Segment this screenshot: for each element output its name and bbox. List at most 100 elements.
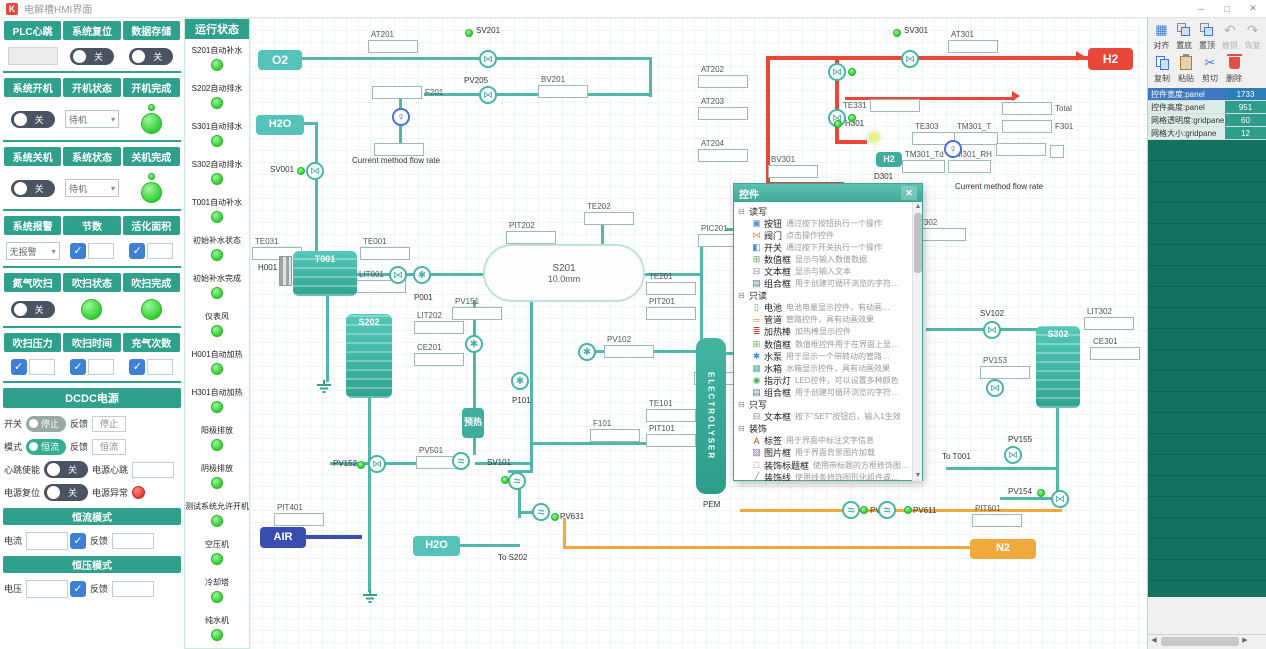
electrolyser-widget[interactable]: ELECTROLYSER <box>696 338 726 494</box>
pipe-segment[interactable] <box>845 97 1015 100</box>
canvas-text[interactable]: P001 <box>414 293 433 302</box>
flare-icon[interactable]: ☀ <box>866 128 883 148</box>
tank-widget[interactable]: S302 <box>1036 326 1080 408</box>
pipe-segment[interactable] <box>1056 408 1059 469</box>
flow-meter-icon[interactable]: ♀ <box>392 108 410 126</box>
tag-value-box[interactable] <box>996 143 1046 156</box>
tag-value-box[interactable] <box>1084 317 1134 330</box>
tag-group[interactable]: F201 <box>372 86 446 99</box>
tag-value-box[interactable] <box>584 212 634 225</box>
tree-item[interactable]: ╱装饰线使用线条修饰图形化组件或… <box>738 471 910 481</box>
tree-item[interactable]: ⊟文本框显示与输入文本 <box>738 265 910 277</box>
pump-icon[interactable]: ✱ <box>578 343 596 361</box>
close-icon[interactable]: ✕ <box>901 186 917 200</box>
stream-badge[interactable]: H2O <box>413 536 460 556</box>
property-value[interactable]: 60 <box>1225 114 1266 126</box>
tag-group[interactable]: F101 <box>590 418 640 442</box>
pipe-segment[interactable] <box>700 240 703 340</box>
tag-group[interactable]: F301 <box>1002 120 1076 133</box>
state-pill[interactable]: 停止 <box>26 415 67 432</box>
pump-icon[interactable]: ✱ <box>465 335 483 353</box>
tree-group[interactable]: ⊟只写 <box>738 399 910 411</box>
scroll-left-icon[interactable]: ◀ <box>1151 637 1157 644</box>
heat-exchanger-icon[interactable]: ≈ <box>452 452 470 470</box>
pipe-segment[interactable] <box>601 224 604 246</box>
pipe-segment[interactable] <box>315 122 318 254</box>
tag-value-box[interactable] <box>506 231 556 244</box>
checkbox[interactable]: ✓ <box>70 532 87 549</box>
tag-value-box[interactable] <box>538 85 588 98</box>
pipe-segment[interactable] <box>563 518 566 548</box>
stream-badge[interactable]: N2 <box>970 539 1036 559</box>
scroll-thumb[interactable] <box>1161 636 1239 646</box>
align-button[interactable]: ▦对齐 <box>1151 21 1172 51</box>
tag-value-box[interactable] <box>948 160 991 173</box>
tag-group[interactable]: PV151 <box>452 296 502 320</box>
pipe-segment[interactable] <box>1000 497 1058 500</box>
tag-value-box[interactable] <box>646 307 696 320</box>
value-box[interactable] <box>112 532 155 549</box>
tag-group[interactable]: TE001 <box>360 236 410 260</box>
tree-group[interactable]: ⊟装饰 <box>738 423 910 435</box>
tree-item[interactable]: ⋈阀门点击操作控件 <box>738 229 910 241</box>
stream-badge[interactable]: H2O <box>256 115 304 135</box>
tag-group[interactable]: T302 <box>916 217 966 241</box>
tree-item[interactable]: ▣按钮通过按下按钮执行一个操作 <box>738 217 910 229</box>
valve-icon[interactable]: ⋈ <box>1051 490 1069 508</box>
stream-badge[interactable]: O2 <box>258 50 302 70</box>
checkbox[interactable]: ✓ <box>129 359 146 375</box>
copy-button[interactable]: 复制 <box>1151 54 1173 84</box>
tag-group[interactable]: AT204 <box>698 138 748 162</box>
pipe-segment[interactable] <box>306 535 362 539</box>
canvas-text[interactable]: PV611 <box>913 506 937 515</box>
heat-exchanger-icon[interactable]: ≈ <box>842 501 860 519</box>
pump-icon[interactable]: ✱ <box>413 266 431 284</box>
property-value[interactable]: 951 <box>1225 101 1266 113</box>
horizontal-scrollbar[interactable]: ◀ ▶ <box>1148 634 1266 647</box>
tank-widget[interactable]: S202 <box>346 314 392 398</box>
scroll-right-icon[interactable]: ▶ <box>1242 637 1248 644</box>
tag-group[interactable]: TM301_Td <box>902 149 947 173</box>
toggle-switch[interactable]: 关 <box>44 461 89 478</box>
tree-item[interactable]: ▦水箱水箱显示控件，具有动画效果 <box>738 362 910 374</box>
tag-group[interactable]: TM301_T <box>954 121 998 145</box>
drain-icon[interactable] <box>316 380 332 396</box>
tag-value-box[interactable] <box>372 86 422 99</box>
delete-button[interactable]: 删除 <box>1223 54 1245 84</box>
canvas-text[interactable]: SV201 <box>476 26 501 35</box>
pipe-segment[interactable] <box>530 300 533 472</box>
pipe-segment[interactable] <box>304 122 318 125</box>
tag-group[interactable]: AT201 <box>368 29 418 53</box>
tag-group[interactable]: PV153 <box>980 355 1030 379</box>
cut-button[interactable]: ✂剪切 <box>1199 54 1221 84</box>
value-box[interactable] <box>112 580 155 597</box>
pipe-segment[interactable] <box>740 509 1062 512</box>
tree-item[interactable]: ⊞数值框数值框控件用于在界面上显… <box>738 338 910 350</box>
tag-value-box[interactable] <box>698 75 748 88</box>
value-box[interactable] <box>28 359 55 375</box>
tag-group[interactable]: LIT302 <box>1084 306 1134 330</box>
pipe-segment[interactable] <box>643 273 703 276</box>
tag-group[interactable]: PIT202 <box>506 220 556 244</box>
canvas-text[interactable]: PV152 <box>333 459 358 468</box>
dropdown[interactable]: 待机▾ <box>64 179 119 197</box>
tag-value-box[interactable] <box>698 149 748 162</box>
tag-group[interactable] <box>1050 145 1064 158</box>
canvas-text[interactable]: To S202 <box>498 553 528 562</box>
tag-group[interactable]: LIT202 <box>414 310 464 334</box>
toggle-switch[interactable]: 关 <box>69 47 114 65</box>
tree-item[interactable]: ▯电池电池电量显示控件，有动画… <box>738 302 910 314</box>
value-box[interactable] <box>7 47 58 65</box>
tree-group[interactable]: ⊟读写 <box>738 205 910 217</box>
tag-value-box[interactable] <box>646 434 696 447</box>
canvas-text[interactable]: P101 <box>512 396 531 405</box>
tag-value-box[interactable] <box>869 99 920 112</box>
pipe-segment[interactable] <box>520 511 534 514</box>
tag-group[interactable]: Total <box>1002 102 1075 115</box>
valve-icon[interactable]: ⋈ <box>479 86 497 104</box>
tag-group[interactable]: PIT101 <box>646 423 696 447</box>
canvas-text[interactable]: Current method flow rate <box>955 182 1044 191</box>
pipe-segment[interactable] <box>302 57 652 60</box>
